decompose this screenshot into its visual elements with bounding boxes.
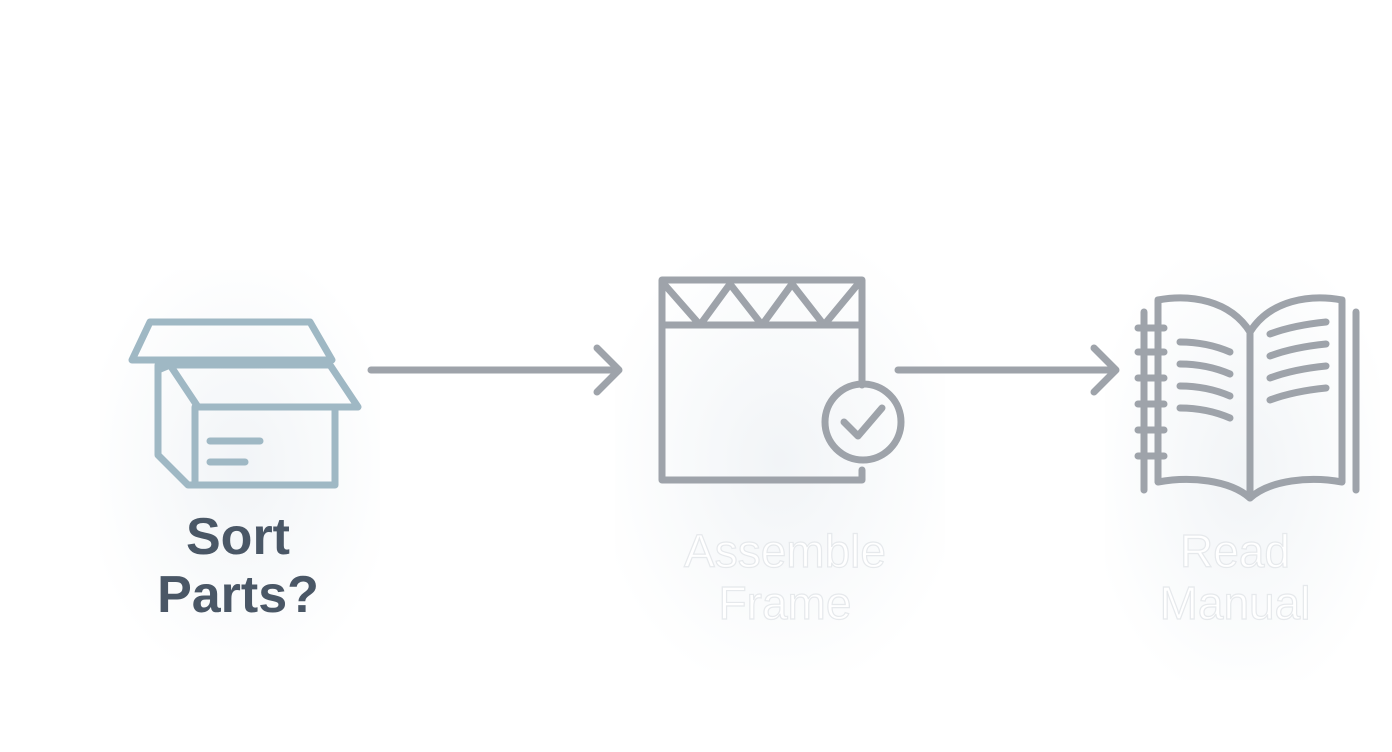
open-box-icon (128, 318, 362, 489)
step-3-label-line-1: Read (1179, 525, 1290, 577)
step-3-label: Read Manual (1110, 525, 1360, 629)
open-book-icon (1134, 294, 1360, 502)
step-2-label-line-2: Frame (718, 576, 852, 629)
step-2-label: Assemble Frame (640, 525, 930, 629)
step-1-label: Sort Parts? (118, 508, 358, 624)
arrow-step-2-to-3 (894, 344, 1120, 396)
step-3-label-line-2: Manual (1159, 576, 1311, 629)
step-1-label-line-1: Sort (186, 508, 290, 566)
arrow-step-1-to-2 (367, 344, 623, 396)
step-1-label-line-2: Parts? (157, 566, 319, 625)
frame-check-icon (658, 276, 905, 484)
step-2-label-line-1: Assemble (683, 525, 886, 577)
step-2-glow (615, 250, 945, 670)
